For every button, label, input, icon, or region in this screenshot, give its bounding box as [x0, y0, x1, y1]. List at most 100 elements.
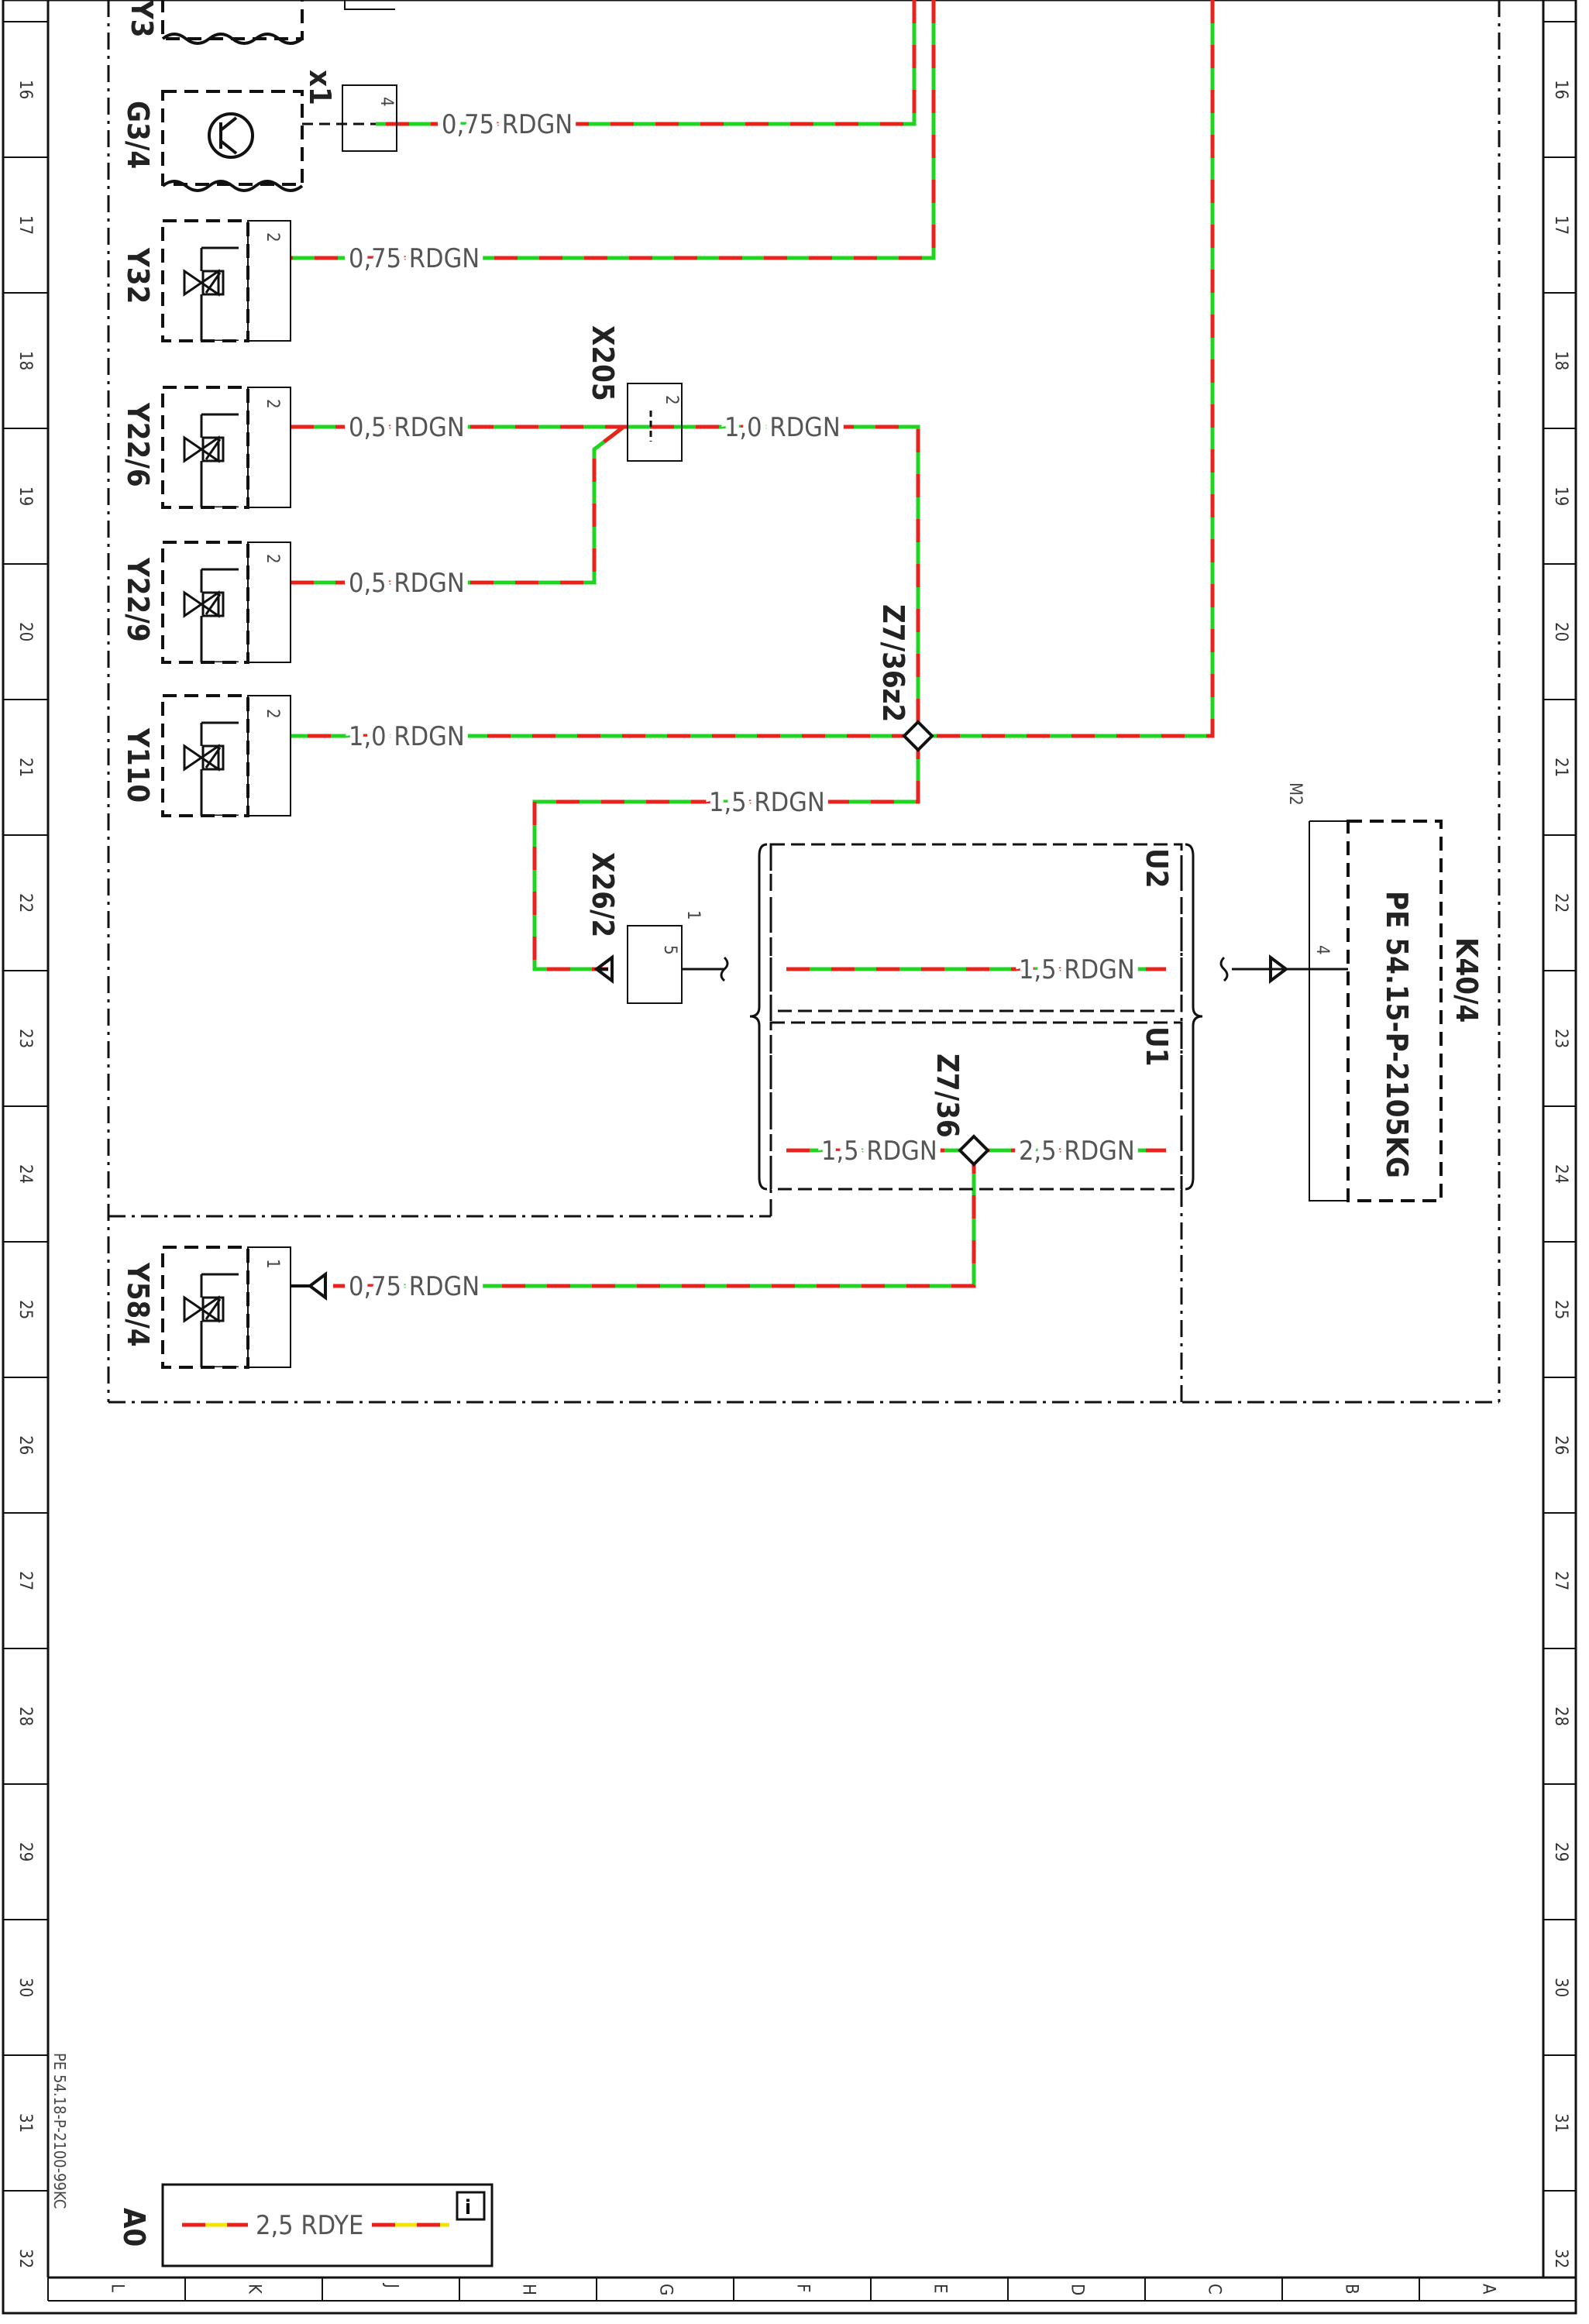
row-label: 32 — [1551, 2249, 1570, 2268]
row-label: 19 — [15, 486, 35, 506]
y110-pin: 2 — [263, 709, 282, 719]
wires — [291, 0, 1215, 1288]
k40-4-pin: 4 — [1312, 945, 1332, 955]
column-label: E — [930, 2284, 950, 2294]
wire-label-u1-right: 2,5 RDGN — [1019, 1136, 1135, 1167]
k40-4-reference[interactable]: PE 54.15-P-2105KG — [1380, 891, 1414, 1178]
row-label: 16 — [1551, 80, 1570, 99]
x26-2-pin-5: 5 — [660, 945, 679, 955]
document-number: PE 54.18-P-2100-99KC — [50, 2053, 69, 2209]
info-icon: i — [465, 2196, 471, 2219]
y32-label: Y32 — [121, 247, 155, 304]
y22-9-label: Y22/9 — [121, 557, 155, 642]
transistor-icon — [208, 112, 254, 159]
wire-label-y32: 0,75 RDGN — [349, 243, 480, 274]
row-label: 22 — [1551, 893, 1570, 913]
u2-label: U2 — [1140, 848, 1174, 889]
a0-wire-label: 2,5 RDYE — [256, 2210, 363, 2241]
y58-4-label: Y58/4 — [121, 1262, 155, 1347]
y22-6-label: Y22/6 — [121, 402, 155, 487]
y58-4-component: Y58/4 1 — [121, 1246, 327, 1369]
column-label: A — [1479, 2284, 1498, 2295]
x26-2-connector: X26/2 1 5 — [586, 852, 729, 1004]
x205-label: X205 — [586, 325, 620, 401]
row-label: 30 — [1551, 1978, 1570, 1997]
u1-label: U1 — [1140, 1026, 1174, 1067]
control-unit-boundary — [107, 0, 1501, 1404]
row-label: 32 — [15, 2249, 35, 2268]
y3-component: Y3 — [125, 0, 395, 45]
row-label: 20 — [15, 622, 35, 641]
column-label: K — [245, 2284, 264, 2295]
k40-4-m2: M2 — [1285, 782, 1305, 806]
row-label: 27 — [1551, 1571, 1570, 1590]
wire-label-y22-9: 0,5 RDGN — [349, 568, 465, 599]
wire-label-u2: 1,5 RDGN — [1019, 954, 1135, 985]
row-label: 17 — [1551, 215, 1570, 235]
x205-connector: X205 2 — [586, 325, 683, 462]
row-label: 29 — [15, 1842, 35, 1862]
y3-label: Y3 — [125, 0, 159, 38]
y58-4-pin: 1 — [263, 1259, 282, 1269]
row-label: 19 — [1551, 486, 1570, 506]
x26-2-pin-1: 1 — [683, 910, 703, 920]
a0-legend: i A0 2,5 RDYE — [117, 2183, 494, 2267]
row-label: 23 — [15, 1029, 35, 1048]
row-label: 28 — [1551, 1707, 1570, 1726]
g3-4-pin: 4 — [377, 97, 396, 107]
column-label: B — [1342, 2284, 1361, 2295]
k40-4-component: K40/4 PE 54.15-P-2105KG 4 M2 — [1219, 782, 1484, 1202]
row-label: 23 — [1551, 1029, 1570, 1048]
x26-2-label: X26/2 — [586, 852, 620, 937]
row-label: 18 — [1551, 351, 1570, 370]
y22-9-pin: 2 — [263, 554, 282, 564]
y32-component: Y32 2 — [121, 219, 291, 342]
x205-pin: 2 — [662, 395, 681, 405]
g3-4-component: G3/4 x1 4 — [121, 70, 397, 192]
row-label: 26 — [1551, 1435, 1570, 1455]
wire-label-y58-4: 0,75 RDGN — [349, 1271, 480, 1302]
wire-label-y110: 1,0 RDGN — [349, 721, 465, 752]
u-bus: U2 U1 — [749, 843, 1203, 1191]
y22-6-pin: 2 — [263, 399, 282, 409]
y32-pin: 2 — [263, 232, 282, 242]
row-label: 20 — [1551, 622, 1570, 641]
k40-4-label: K40/4 — [1450, 937, 1484, 1023]
row-label: 31 — [1551, 2113, 1570, 2133]
z7-36-splice: Z7/36 — [930, 1054, 990, 1167]
wire-labels: 0,75 RDGN 0,75 RDGN 0,5 RDGN 1,0 RDGN 0,… — [343, 104, 1140, 1308]
y22-9-component: Y22/9 2 — [121, 541, 291, 664]
z7-36z2-label: Z7/36z2 — [876, 604, 910, 722]
row-label: 18 — [15, 351, 35, 370]
x1-label: x1 — [303, 70, 337, 105]
row-label: 30 — [15, 1978, 35, 1997]
a0-label: A0 — [117, 2208, 151, 2247]
y110-component: Y110 2 — [121, 694, 291, 817]
wire-label-g3-4: 0,75 RDGN — [442, 109, 573, 140]
row-label: 21 — [1551, 758, 1570, 777]
row-label: 17 — [15, 215, 35, 235]
column-label: G — [656, 2284, 676, 2295]
row-label: 22 — [15, 893, 35, 913]
row-label: 25 — [15, 1300, 35, 1319]
z7-36-label: Z7/36 — [930, 1054, 965, 1138]
g3-4-label: G3/4 — [121, 101, 155, 169]
row-label: 24 — [15, 1164, 35, 1184]
wire-label-z7-36z2: 1,5 RDGN — [709, 787, 825, 818]
wire-label-y22-6: 0,5 RDGN — [349, 412, 465, 443]
y110-label: Y110 — [121, 727, 155, 803]
column-label: F — [793, 2284, 813, 2292]
row-label: 25 — [1551, 1300, 1570, 1319]
row-label: 31 — [15, 2113, 35, 2133]
wire-label-u1-left: 1,5 RDGN — [821, 1136, 937, 1167]
row-label: 28 — [15, 1707, 35, 1726]
column-label: H — [519, 2284, 538, 2295]
row-label: 21 — [15, 758, 35, 777]
row-label: 29 — [1551, 1842, 1570, 1862]
column-label: D — [1068, 2284, 1087, 2295]
wire-label-x205: 1,0 RDGN — [724, 412, 841, 443]
z7-36z2-splice: Z7/36z2 — [876, 604, 934, 752]
